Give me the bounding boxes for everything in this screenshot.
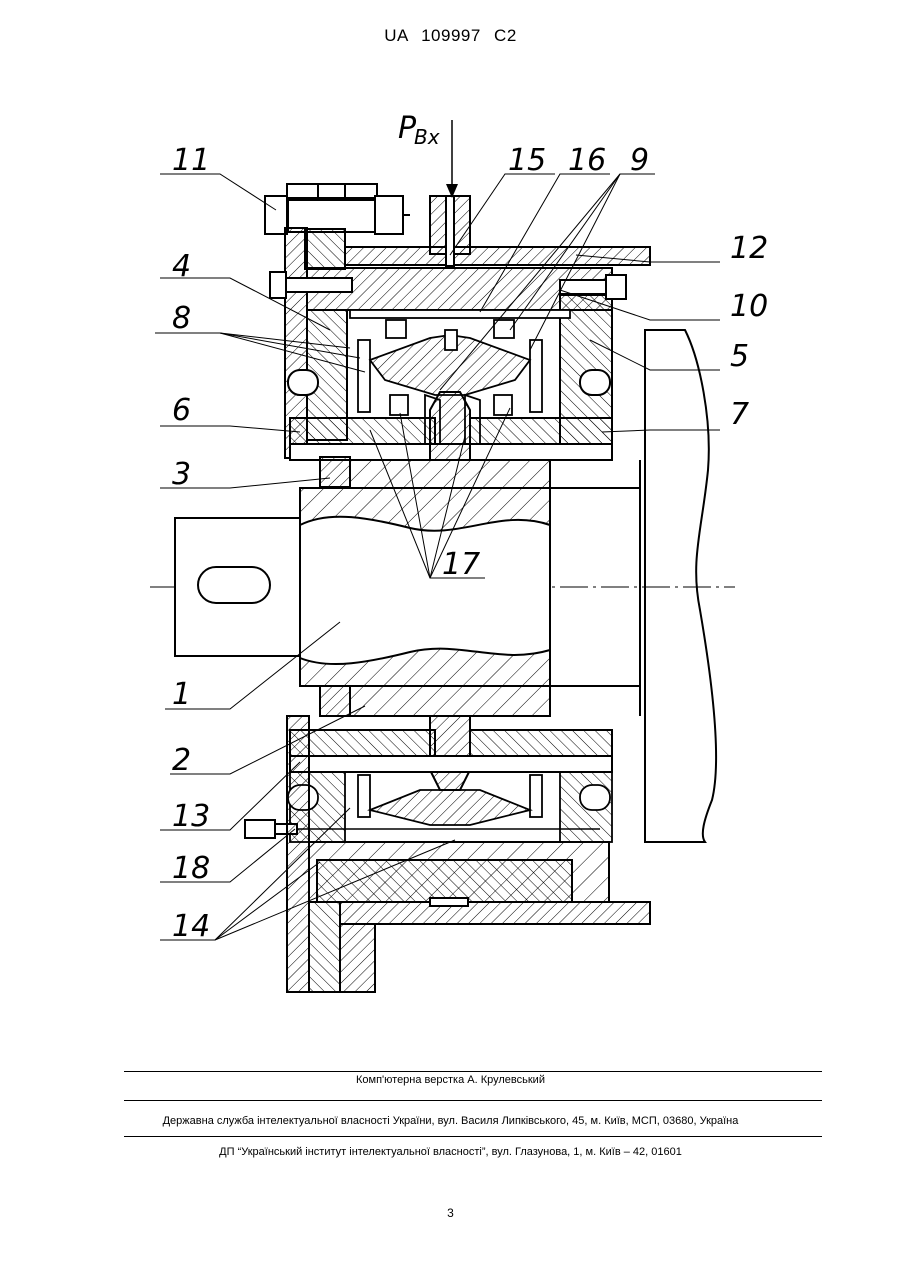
driven-unit-outline	[645, 330, 716, 842]
input-pressure-subscript: Bx	[414, 125, 440, 149]
label-2: 2	[172, 743, 191, 778]
label-12: 12	[730, 231, 768, 266]
label-16: 16	[568, 143, 606, 178]
label-9: 9	[630, 143, 649, 178]
top-plate-12	[305, 229, 650, 269]
label-17: 17	[442, 547, 480, 582]
label-1: 1	[172, 677, 191, 712]
footer-agency: Державна служба інтелектуальної власност…	[0, 1115, 901, 1127]
page-number: 3	[0, 1206, 901, 1220]
label-13: 13	[172, 799, 210, 834]
label-15: 15	[508, 143, 546, 178]
label-4: 4	[172, 249, 191, 284]
label-10: 10	[730, 289, 768, 324]
footer-institute: ДП “Український інститут інтелектуальної…	[0, 1146, 901, 1158]
shaft-1	[175, 460, 640, 716]
label-14: 14	[172, 909, 210, 944]
label-5: 5	[730, 339, 749, 374]
label-18: 18	[172, 851, 210, 886]
footer-layout-credit: Комп'ютерна верстка А. Крулевський	[0, 1074, 901, 1086]
footer-rule-3	[124, 1136, 822, 1137]
label-11: 11	[172, 143, 210, 178]
footer-rule-1	[124, 1071, 822, 1072]
label-7: 7	[730, 397, 749, 432]
bolt-assembly-11	[265, 184, 410, 234]
label-8: 8	[172, 301, 191, 336]
technical-drawing: 11 4 8 6 3 1 2 13 18 14 15 16 9 12 10 5 …	[0, 0, 901, 1060]
footer-rule-2	[124, 1100, 822, 1101]
label-6: 6	[172, 393, 191, 428]
label-3: 3	[172, 457, 191, 492]
